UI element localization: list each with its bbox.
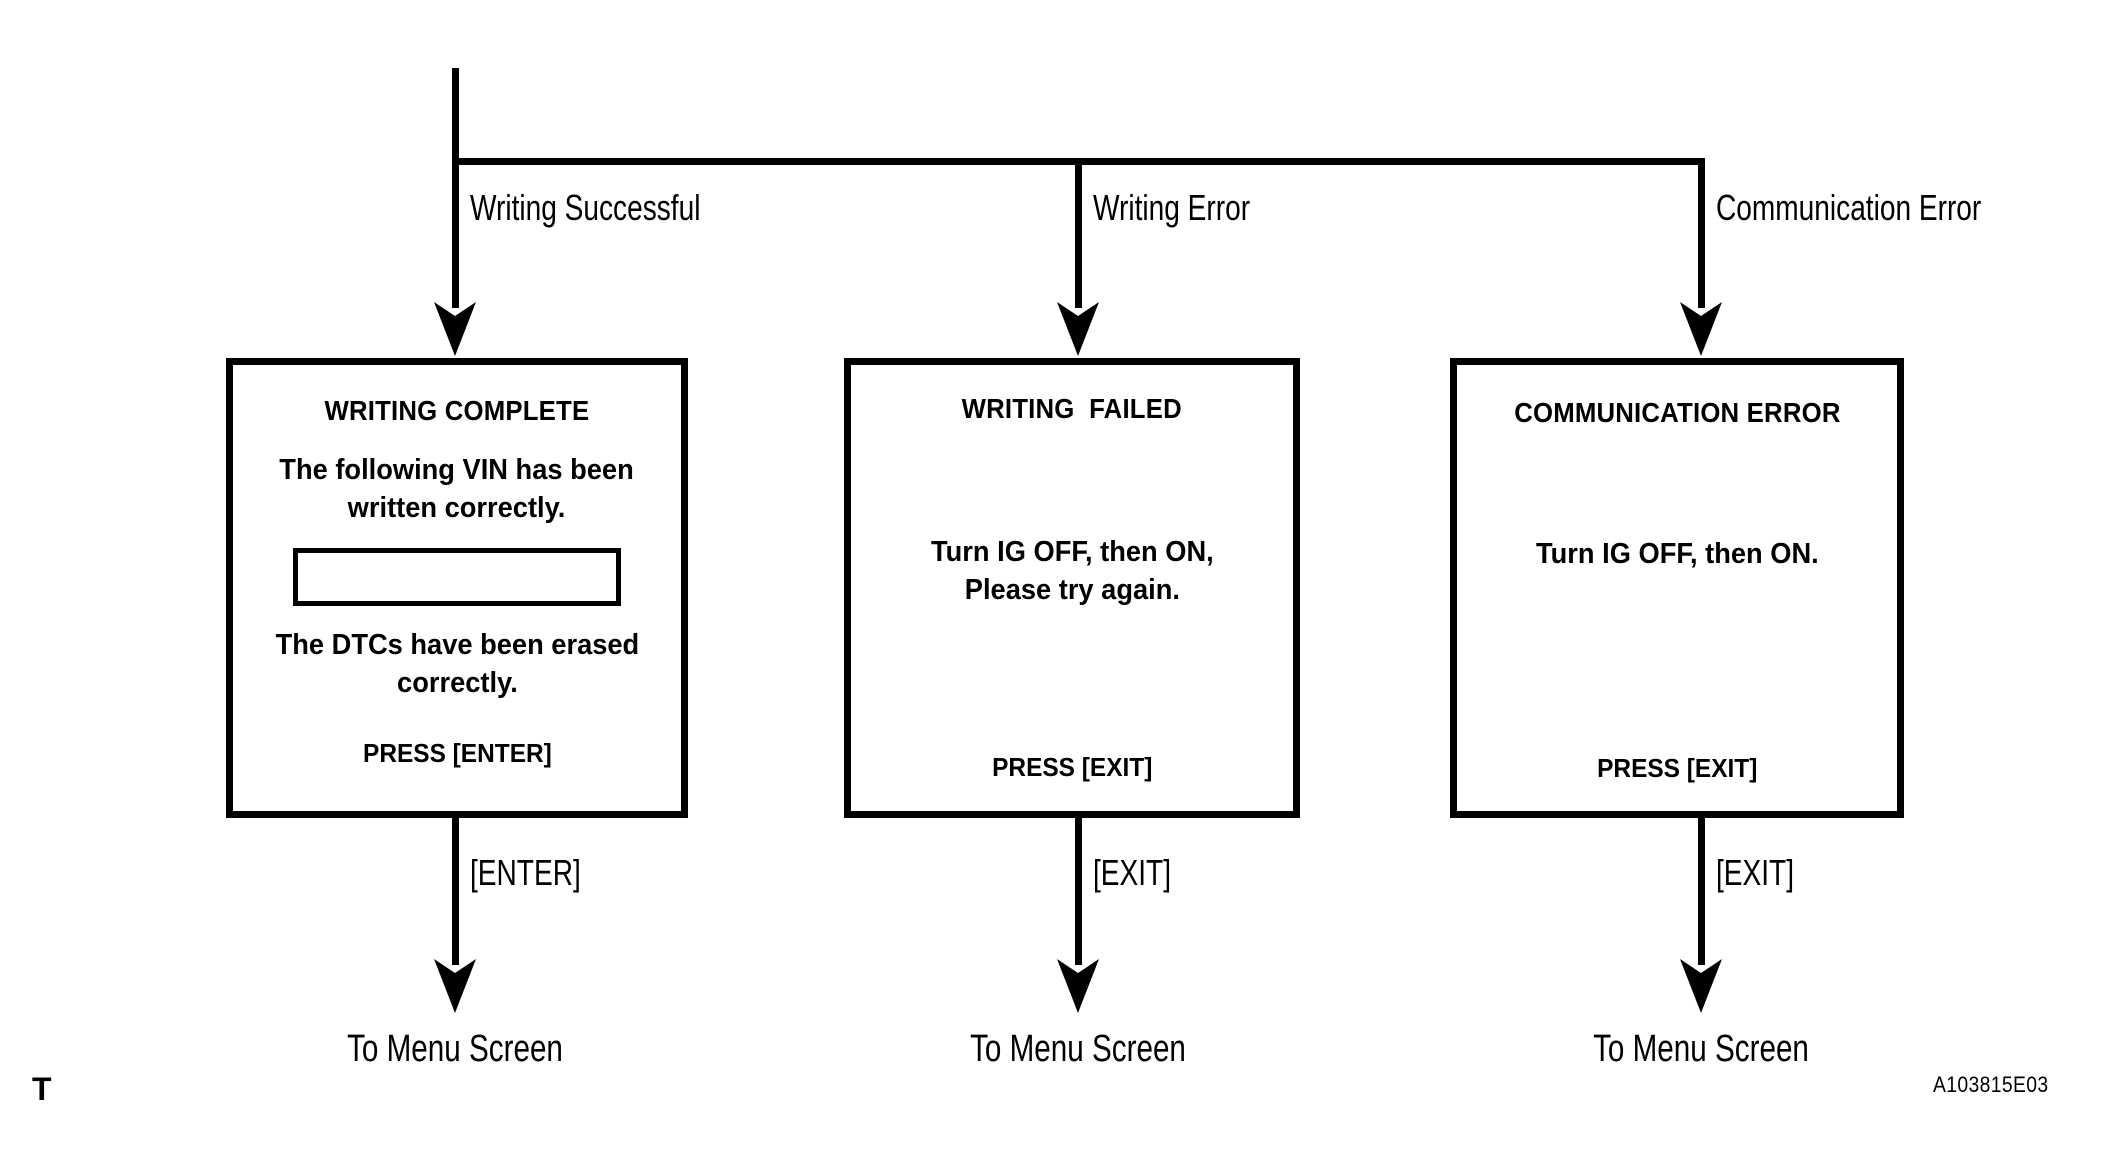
screen-3-footer: PRESS [EXIT] (1596, 753, 1758, 784)
branch-3-terminal-label: To Menu Screen (1593, 1028, 1809, 1070)
branch-3-exit-key-label: [EXIT] (1716, 852, 1795, 893)
branch-1-exit-line (452, 818, 459, 965)
screen-1-message-line-2: written correctly. (348, 492, 566, 525)
branch-3-exit-line (1698, 818, 1705, 965)
branch-2-terminal-label: To Menu Screen (970, 1028, 1186, 1070)
branch-3-arrowhead (1680, 300, 1722, 356)
screen-writing-failed: WRITING FAILED Turn IG OFF, then ON, Ple… (844, 358, 1300, 818)
screen-communication-error: COMMUNICATION ERROR Turn IG OFF, then ON… (1450, 358, 1904, 818)
screen-3-title: COMMUNICATION ERROR (1513, 397, 1841, 428)
screen-2-message-line-2: Please try again. (964, 574, 1180, 607)
page-corner-mark: T (32, 1071, 52, 1107)
branch-2-drop-line (1075, 158, 1082, 308)
screen-1-message-secondary: The DTCs have been erased correctly. (275, 626, 639, 703)
figure-id-code: A103815E03 (1933, 1072, 2049, 1097)
screen-1-footer: PRESS [ENTER] (362, 738, 552, 769)
branch-3-exit-arrowhead (1680, 957, 1722, 1013)
branch-1-exit-key-label: [ENTER] (470, 852, 581, 893)
vin-display-field[interactable] (293, 547, 621, 606)
branch-1-label: Writing Successful (470, 187, 701, 228)
screen-1-message-line-4: correctly. (396, 666, 518, 699)
branch-2-exit-key-label: [EXIT] (1093, 852, 1172, 893)
screen-3-message-line-1: Turn IG OFF, then ON. (1535, 538, 1819, 570)
branch-2-exit-line (1075, 818, 1082, 965)
branch-2-label: Writing Error (1093, 187, 1251, 228)
screen-2-message: Turn IG OFF, then ON, Please try again. (931, 533, 1214, 610)
trunk-vertical-line (452, 68, 459, 165)
screen-writing-complete: WRITING COMPLETE The following VIN has b… (226, 358, 688, 818)
screen-3-message: Turn IG OFF, then ON. (1536, 535, 1819, 573)
branch-1-exit-arrowhead (434, 957, 476, 1013)
branch-2-arrowhead (1057, 300, 1099, 356)
branch-1-arrowhead (434, 300, 476, 356)
screen-1-message-line-1: The following VIN has been (279, 454, 635, 486)
screen-2-title: WRITING FAILED (961, 393, 1183, 424)
screen-1-message-primary: The following VIN has been written corre… (280, 451, 634, 528)
branch-3-drop-line (1698, 158, 1705, 308)
branch-2-exit-arrowhead (1057, 957, 1099, 1013)
screen-2-message-line-1: Turn IG OFF, then ON, (930, 536, 1214, 568)
screen-2-footer: PRESS [EXIT] (991, 751, 1153, 782)
screen-1-message-line-3: The DTCs have been erased (275, 628, 639, 661)
branch-1-terminal-label: To Menu Screen (347, 1028, 563, 1070)
branch-1-drop-line (452, 158, 459, 308)
screen-1-title: WRITING COMPLETE (324, 395, 590, 426)
branch-3-label: Communication Error (1716, 187, 1982, 228)
